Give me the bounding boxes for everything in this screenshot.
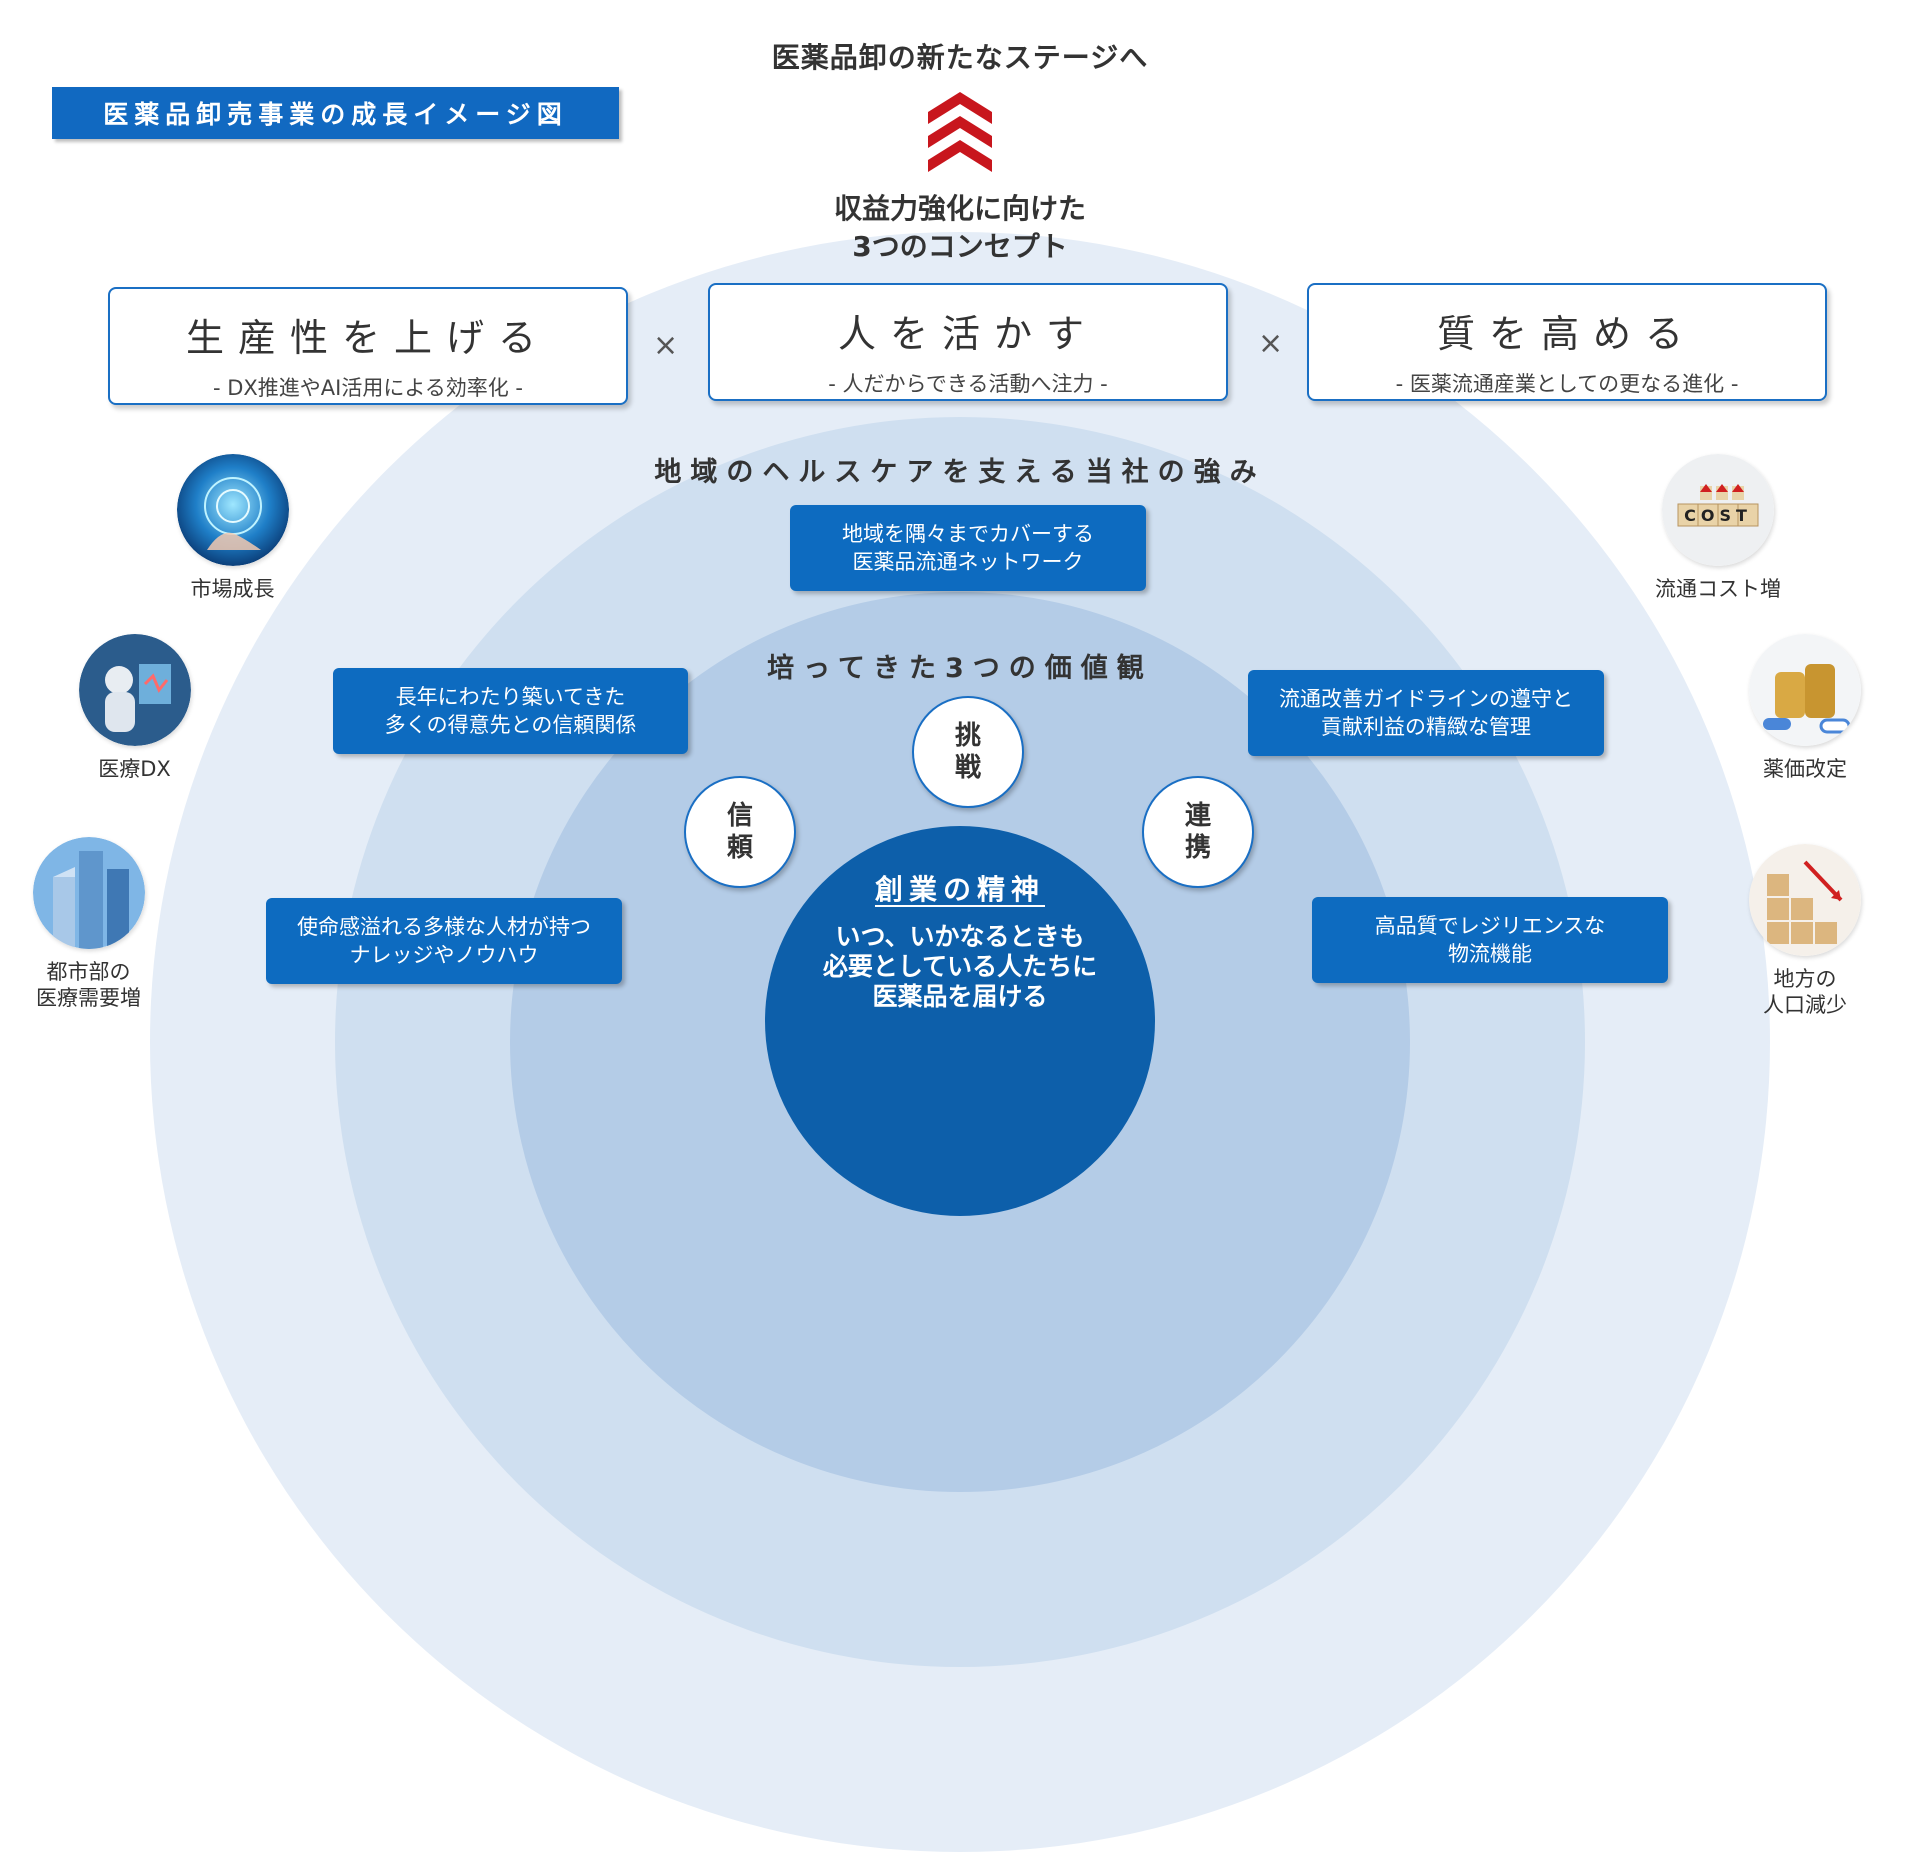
cost-text: COST xyxy=(1684,506,1752,525)
times-symbol: × xyxy=(653,328,679,363)
city-buildings-icon xyxy=(32,837,145,949)
tech-hand-icon xyxy=(176,454,289,566)
top-title: 医薬品卸の新たなステージへ xyxy=(771,41,1149,74)
up-chevrons-icon xyxy=(928,92,992,172)
network-box: 地域を隅々までカバーする 医薬品流通ネットワーク xyxy=(790,505,1146,591)
factor-label: 薬価改定 xyxy=(1763,757,1847,781)
values-heading: 培ってきた3つの価値観 xyxy=(767,653,1153,684)
concept-main: 質を高める xyxy=(1436,312,1697,356)
medical-dx-icon xyxy=(78,634,191,746)
factor-label: 市場成長 xyxy=(190,577,275,601)
concept-people: 人を活かす - 人だからできる活動へ注力 - xyxy=(708,283,1228,401)
concept-quality: 質を高める - 医薬流通産業としての更なる進化 - xyxy=(1307,283,1827,401)
concept-sub: - DX推進やAI活用による効率化 - xyxy=(213,376,523,400)
trust-relationship-box: 長年にわたり築いてきた 多くの得意先との信頼関係 xyxy=(333,668,688,754)
strengths-heading: 地域のヘルスケアを支える当社の強み xyxy=(654,457,1266,488)
factor-medical-dx: 医療DX xyxy=(72,634,197,782)
founding-spirit-body: いつ、いかなるときも 必要としている人たちに 医薬品を届ける xyxy=(822,922,1098,1011)
coins-pills-icon xyxy=(1749,634,1861,746)
population-decline-icon xyxy=(1749,844,1861,956)
factor-label: 流通コスト増 xyxy=(1655,577,1781,601)
concept-main: 生産性を上げる xyxy=(185,316,550,360)
times-symbol: × xyxy=(1258,326,1284,361)
factor-rural-population-decline: 地方の 人口減少 xyxy=(1745,844,1865,1018)
factor-market-growth: 市場成長 xyxy=(170,454,295,602)
value-cooperation-circle: 連携 xyxy=(1142,776,1254,888)
founding-spirit-title: 創業の精神 xyxy=(874,873,1045,906)
concept-productivity: 生産性を上げる - DX推進やAI活用による効率化 - xyxy=(108,287,628,405)
concept-sub: - 人だからできる活動へ注力 - xyxy=(828,372,1108,396)
people-knowledge-box: 使命感溢れる多様な人材が持つ ナレッジやノウハウ xyxy=(266,898,622,984)
value-challenge-circle: 挑戦 xyxy=(912,696,1024,808)
factor-urban-demand: 都市部の 医療需要増 xyxy=(26,837,151,1011)
concept-title: 収益力強化に向けた 3つのコンセプト xyxy=(833,192,1086,263)
diagram-title-tag: 医薬品卸売事業の成長イメージ図 xyxy=(52,87,619,139)
value-trust-circle: 信頼 xyxy=(684,776,796,888)
factor-price-revision: 薬価改定 xyxy=(1745,634,1865,782)
guideline-box: 流通改善ガイドラインの遵守と 貢献利益の精緻な管理 xyxy=(1248,670,1604,756)
factor-label: 医療DX xyxy=(98,757,171,781)
factor-label: 地方の 人口減少 xyxy=(1763,967,1847,1017)
concept-main: 人を活かす xyxy=(837,312,1098,356)
cost-blocks-icon: COST xyxy=(1662,454,1774,566)
factor-label: 都市部の 医療需要増 xyxy=(36,960,141,1010)
logistics-box: 高品質でレジリエンスな 物流機能 xyxy=(1312,897,1668,983)
concept-sub: - 医薬流通産業としての更なる進化 - xyxy=(1395,372,1739,396)
factor-distribution-cost: COST 流通コスト増 xyxy=(1643,454,1793,602)
